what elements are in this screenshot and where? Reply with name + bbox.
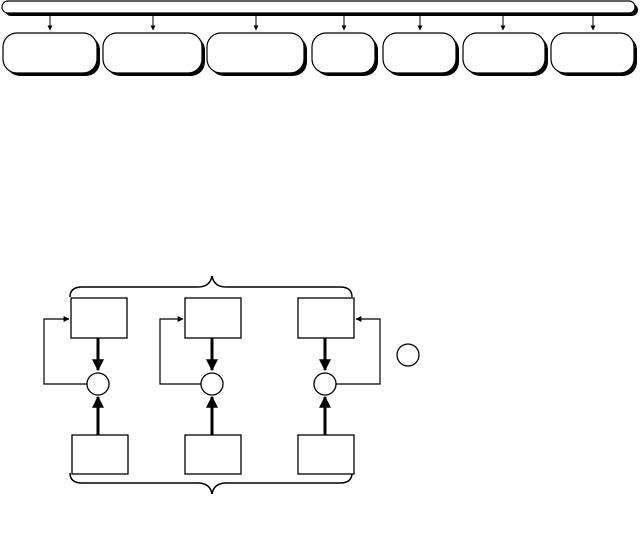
top-section [1,0,638,76]
category-box-6 [462,32,548,76]
input-box [71,434,129,475]
feedback-loop-3 [297,297,381,475]
summing-junction [313,372,337,396]
feedback-path [336,316,381,385]
feedback-path [43,316,87,385]
summing-junction [86,372,110,396]
box-row [2,32,637,76]
feedback-diagram [43,275,420,495]
bottom-brace [69,472,353,495]
input-box [297,434,355,475]
category-box-1 [2,32,100,76]
input-box [184,434,242,475]
category-box-3 [206,32,307,76]
process-box [297,297,355,339]
header-bar [1,0,638,16]
legend-circle [396,343,420,367]
process-box [184,297,242,339]
feedback-path [159,316,201,385]
summing-junction [200,372,224,396]
feedback-loop-2 [159,297,242,475]
process-box [70,297,128,339]
top-brace [69,275,353,298]
bar-connectors [47,13,596,31]
category-box-2 [102,32,205,76]
category-box-7 [550,32,637,76]
category-box-5 [382,32,459,76]
feedback-loop-1 [43,297,129,475]
category-box-4 [311,32,378,76]
